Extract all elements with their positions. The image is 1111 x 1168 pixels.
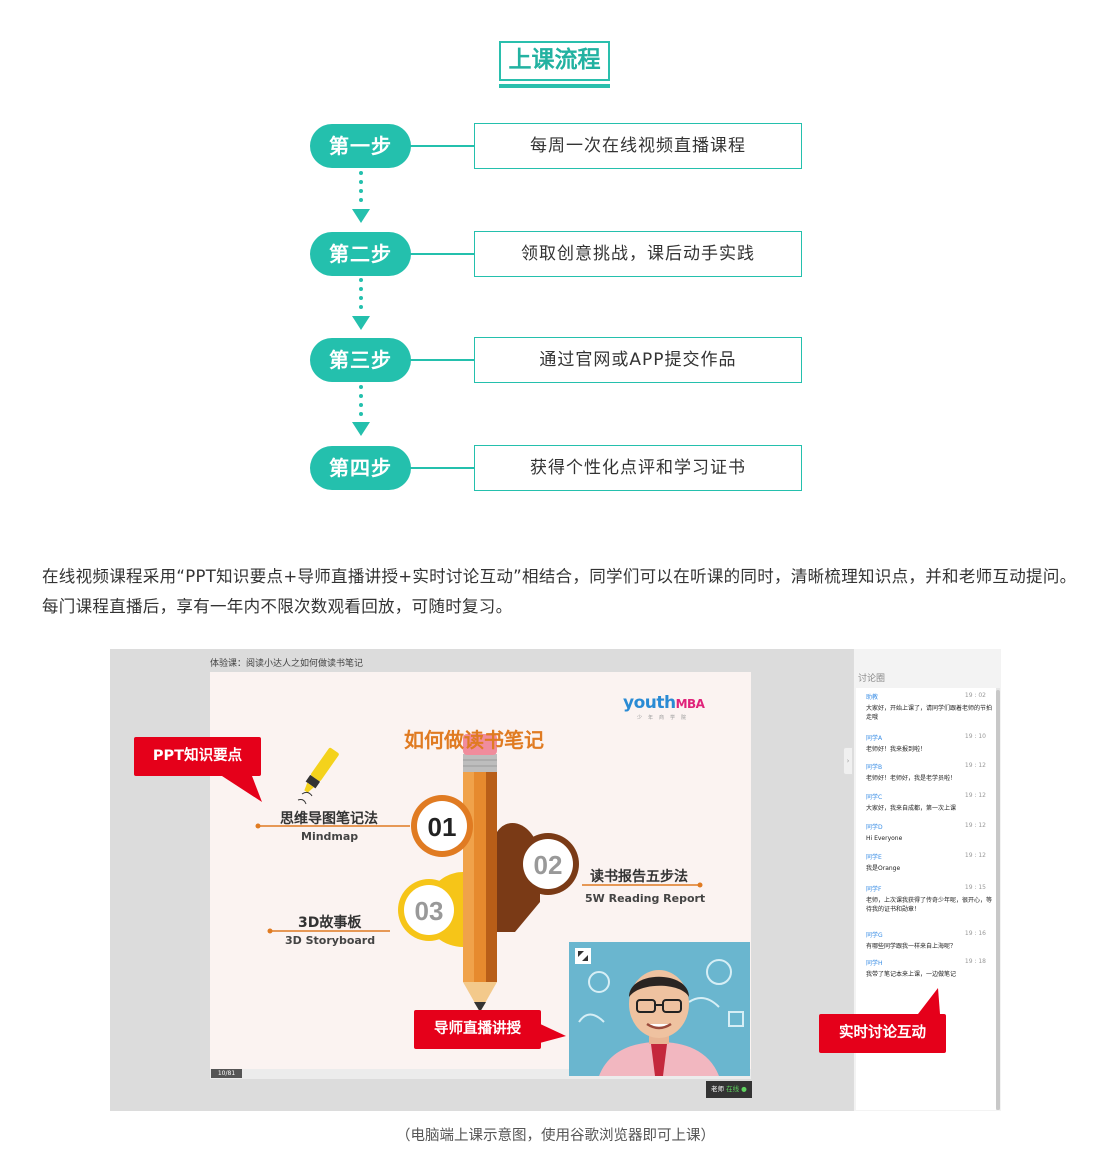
chat-text: 我是Orange <box>866 865 901 872</box>
online-dot-icon: ● <box>739 1085 747 1093</box>
status-role: 老师 <box>711 1085 724 1093</box>
chat-sender: 助教 <box>866 694 879 701</box>
chat-message: 同学C 19 : 12 大家好，我来自成都，第一次上课 <box>866 792 992 813</box>
step-1-badge: 第一步 <box>310 124 411 168</box>
step-1-text: 每周一次在线视频直播课程 <box>474 123 802 169</box>
chat-time: 19 : 18 <box>964 958 986 965</box>
chat-sender: 同学G <box>866 932 883 939</box>
item-1-number: 01 <box>428 812 457 842</box>
step-2-dots <box>359 278 363 314</box>
discussion-callout: 实时讨论互动 <box>819 1014 946 1053</box>
brand-tagline: 少年商学院 <box>637 715 693 721</box>
step-4-text: 获得个性化点评和学习证书 <box>474 445 802 491</box>
chat-scrollbar[interactable] <box>996 688 1000 1110</box>
ppt-callout: PPT知识要点 <box>134 737 261 776</box>
status-state: 在线 <box>726 1085 740 1093</box>
chat-time: 19 : 12 <box>964 852 986 859</box>
chat-text: 老师，上次课我获得了传奇少年呢，很开心，等待我的证书和勋章！ <box>866 897 993 913</box>
chat-time: 19 : 15 <box>964 884 986 891</box>
step-4-connector <box>410 467 475 469</box>
chat-message: 同学D 19 : 12 Hi Everyone <box>866 822 992 843</box>
chat-sender: 同学D <box>866 824 883 831</box>
step-2-connector <box>410 253 475 255</box>
page-number: 10/81 <box>211 1069 242 1078</box>
chat-sender: 同学H <box>866 960 883 967</box>
chat-sender: 同学E <box>866 854 882 861</box>
chat-time: 19 : 10 <box>964 733 986 740</box>
item-2-number: 02 <box>534 850 563 880</box>
item-1-title: 思维导图笔记法 <box>280 811 378 827</box>
chat-text: 有哪些同学跟我一样来自上海呢？ <box>866 943 957 950</box>
step-2-arrow-icon <box>352 316 370 330</box>
chat-text: 大家好，我来自成都，第一次上课 <box>866 805 957 812</box>
step-2-badge: 第二步 <box>310 232 411 276</box>
item-2-title: 读书报告五步法 <box>590 869 688 885</box>
chat-text: 大家好，开始上课了，请同学们跟着老师的节拍走哦 <box>866 705 993 721</box>
teacher-video[interactable] <box>569 942 750 1076</box>
step-2-text: 领取创意挑战，课后动手实践 <box>474 231 802 277</box>
slide-heading: 如何做读书笔记 <box>404 728 544 752</box>
chat-message: 同学B 19 : 12 老师好！老师好，我是老学员啦！ <box>866 762 992 783</box>
description-paragraph: 在线视频课程采用“PPT知识要点+导师直播讲授+实时讨论互动”相结合，同学们可以… <box>42 567 1077 616</box>
step-3-arrow-icon <box>352 422 370 436</box>
chat-header: 讨论圈 <box>858 674 886 684</box>
screenshot-caption: （电脑端上课示意图，使用谷歌浏览器即可上课） <box>396 1128 715 1144</box>
chat-message: 助教 19 : 02 大家好，开始上课了，请同学们跟着老师的节拍走哦 <box>866 692 992 722</box>
item-3-title: 3D故事板 <box>298 915 362 931</box>
teacher-status: 老师 在线 ● <box>706 1081 752 1098</box>
teacher-callout: 导师直播讲授 <box>414 1010 541 1049</box>
chat-time: 19 : 12 <box>964 792 986 799</box>
step-3-connector <box>410 359 475 361</box>
slide-footer <box>210 1069 751 1079</box>
item-2-subtitle: 5W Reading Report <box>585 892 706 905</box>
chat-sender: 同学A <box>866 735 883 742</box>
step-3-badge: 第三步 <box>310 338 411 382</box>
brand-logo: youthMBA <box>623 693 705 713</box>
chat-time: 19 : 16 <box>964 930 986 937</box>
step-1-connector <box>410 145 475 147</box>
step-1-dots <box>359 171 363 207</box>
step-3-dots <box>359 385 363 421</box>
chat-text: 我带了笔记本来上课，一边做笔记 <box>866 971 957 978</box>
chat-text: 老师好！老师好，我是老学员啦！ <box>866 775 957 782</box>
item-3-number: 03 <box>415 896 444 926</box>
step-1-arrow-icon <box>352 209 370 223</box>
chat-message: 同学H 19 : 18 我带了笔记本来上课，一边做笔记 <box>866 958 992 979</box>
collapse-chat-button[interactable]: › <box>843 747 853 775</box>
chat-sender: 同学C <box>866 794 883 801</box>
chat-message: 同学A 19 : 10 老师好！我来报到啦！ <box>866 733 992 754</box>
step-4-badge: 第四步 <box>310 446 411 490</box>
chat-message: 同学F 19 : 15 老师，上次课我获得了传奇少年呢，很开心，等待我的证书和勋… <box>866 884 992 914</box>
brand-suffix: MBA <box>675 697 705 711</box>
item-3-subtitle: 3D Storyboard <box>285 934 376 947</box>
chat-message: 同学G 19 : 16 有哪些同学跟我一样来自上海呢？ <box>866 930 992 951</box>
chat-sender: 同学B <box>866 764 883 771</box>
chat-time: 19 : 12 <box>964 822 986 829</box>
brand-name: youth <box>623 693 676 713</box>
chat-time: 19 : 02 <box>964 692 986 699</box>
item-1-subtitle: Mindmap <box>301 830 359 843</box>
course-title: 体验课：阅读小达人之如何做读书笔记 <box>210 659 364 669</box>
section-title-text: 上课流程 <box>508 47 601 73</box>
chat-text: 老师好！我来报到啦！ <box>866 746 927 753</box>
step-3-text: 通过官网或APP提交作品 <box>474 337 802 383</box>
chat-sender: 同学F <box>866 886 882 893</box>
section-title-underline <box>499 84 610 88</box>
highlighter-icon <box>304 747 339 793</box>
expand-icon[interactable] <box>575 948 591 964</box>
chat-message: 同学E 19 : 12 我是Orange <box>866 852 992 873</box>
chat-time: 19 : 12 <box>964 762 986 769</box>
teacher-portrait <box>569 942 750 1076</box>
pencil-illustration: 01 02 03 <box>255 734 703 1012</box>
section-title: 上课流程 <box>499 41 610 81</box>
chat-text: Hi Everyone <box>866 835 903 842</box>
